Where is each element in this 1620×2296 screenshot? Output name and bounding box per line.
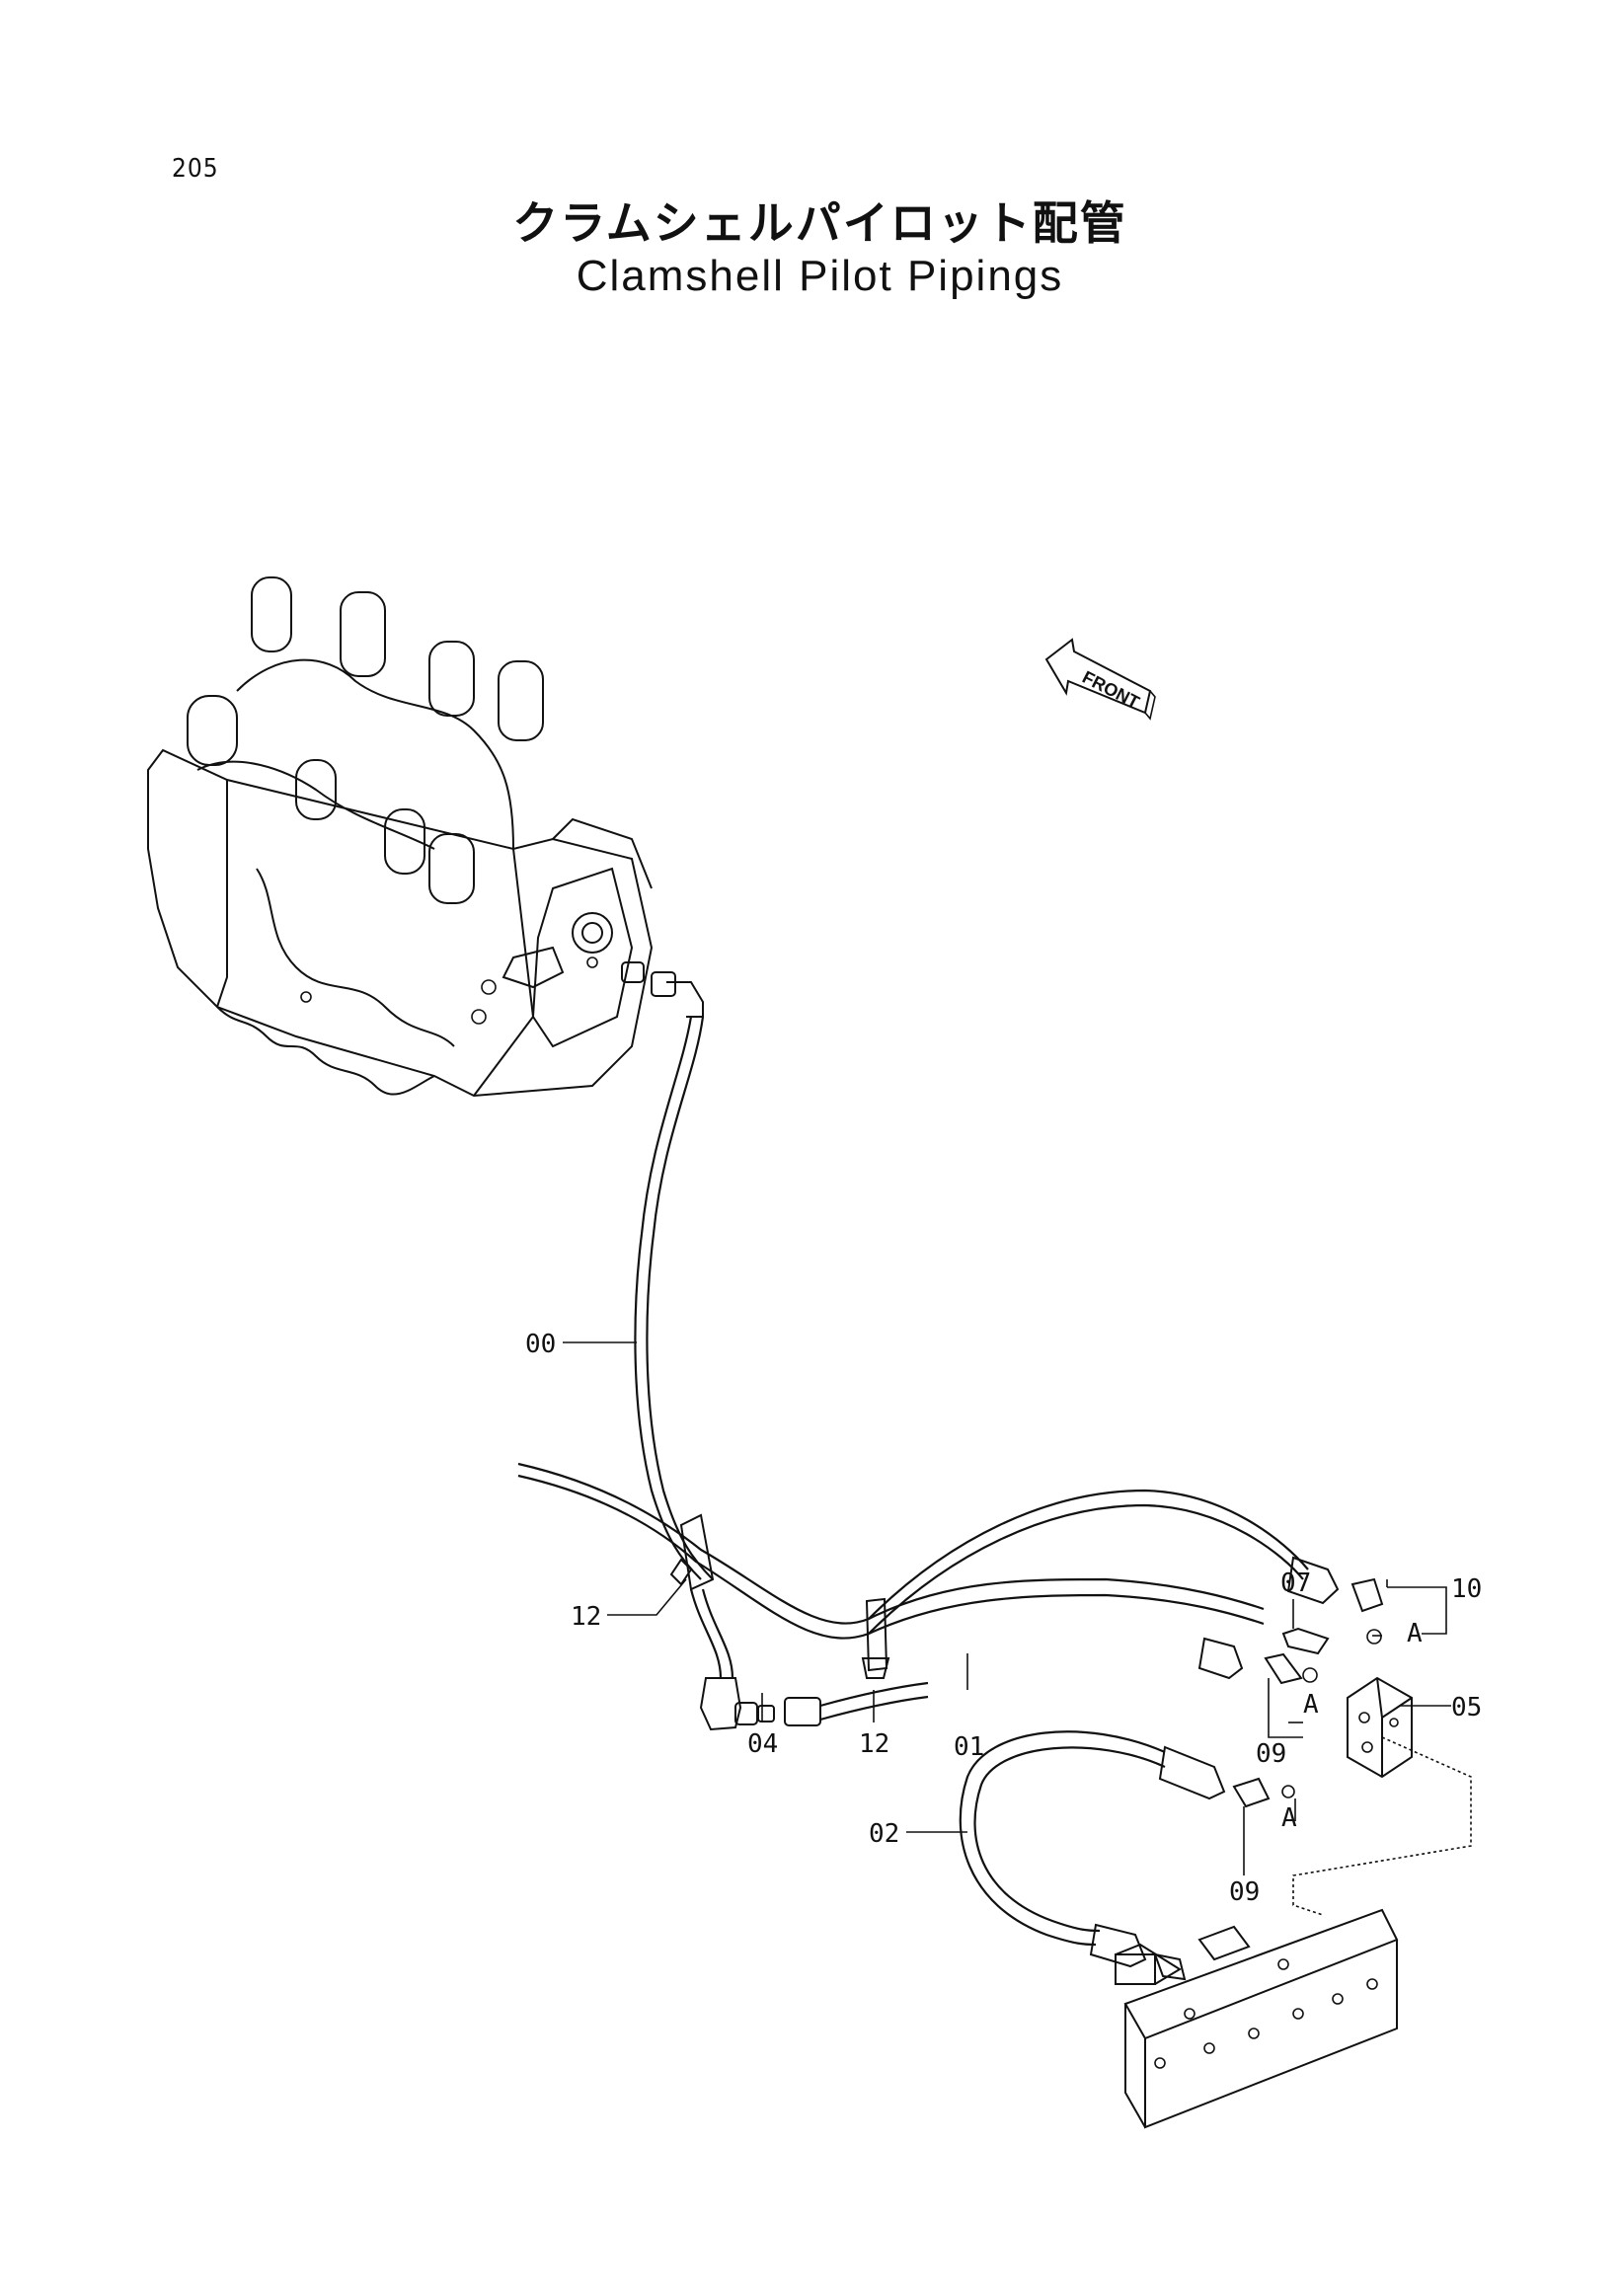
hose-main (517, 1462, 1265, 1625)
callout-09-upper: 09 (1256, 1739, 1286, 1769)
page-number: 205 (172, 154, 219, 184)
valve-fittings (621, 961, 704, 1018)
callout-07: 07 (1280, 1569, 1311, 1598)
callout-A-2: A (1303, 1690, 1319, 1720)
callout-01: 01 (954, 1732, 984, 1762)
callout-A-1: A (1407, 1619, 1423, 1648)
elbow-fitting-04-area (699, 1677, 821, 1731)
title-japanese: クラムシェルパイロット配管 (512, 196, 1127, 250)
callout-12-lower: 12 (859, 1729, 889, 1759)
callout-09-lower: 09 (1229, 1877, 1260, 1907)
relation-dashed-lines (1292, 1736, 1472, 1916)
title-english: Clamshell Pilot Pipings (576, 252, 1064, 300)
callout-02: 02 (869, 1819, 899, 1849)
callout-10: 10 (1451, 1574, 1482, 1604)
front-arrow-icon: FRONT (1044, 638, 1156, 721)
callout-12-upper: 12 (571, 1602, 601, 1632)
hose-01-end-fittings (1197, 1556, 1384, 1685)
callout-00: 00 (525, 1330, 556, 1359)
leader-lines (563, 1341, 1451, 1875)
hose-02 (959, 1730, 1166, 1947)
clamp-12-lower (861, 1597, 890, 1679)
callout-04: 04 (747, 1729, 778, 1759)
bracket-plate (1115, 1908, 1399, 2129)
hose-00 (634, 1016, 702, 1580)
callout-05: 05 (1451, 1693, 1482, 1722)
control-valve-drawing (147, 576, 654, 1098)
callout-A-3: A (1281, 1803, 1297, 1833)
block-05 (1347, 1676, 1413, 1779)
hose-02-fittings (1089, 1745, 1295, 1981)
